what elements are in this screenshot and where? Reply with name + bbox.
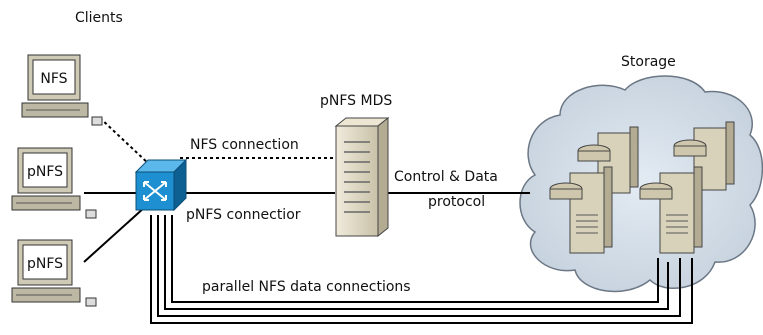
storage-server-icon (639, 166, 703, 254)
storage-label: Storage (621, 54, 676, 70)
parallel-link-2 (164, 215, 669, 310)
parallel-link-1 (171, 215, 659, 303)
clients-heading: Clients (75, 10, 123, 26)
nfs-connection-label: NFS connection (190, 137, 299, 153)
network-switch-icon (134, 158, 188, 212)
pnfs-client-link-2 (83, 206, 146, 263)
control-data-label-line1: Control & Data (394, 169, 498, 185)
storage-server-icon (549, 166, 613, 254)
client-workstation-2: pNFS (11, 147, 97, 219)
storage-server-icon (577, 126, 639, 194)
connections (83, 117, 693, 324)
server-tower-icon (334, 116, 390, 238)
nfs-client-link (99, 117, 151, 166)
control-data-label-line2: protocol (428, 194, 485, 210)
client-label-1: NFS (40, 71, 67, 87)
mds-label: pNFS MDS (320, 93, 392, 109)
storage-server-icon (673, 121, 735, 191)
client-workstation-3: pNFS (11, 239, 97, 307)
parallel-connections-label: parallel NFS data connections (202, 279, 411, 295)
client-label-3: pNFS (27, 256, 63, 272)
workstation-icon (21, 54, 103, 126)
workstation-icon (11, 147, 97, 219)
client-workstation-1: NFS (21, 54, 103, 126)
parallel-link-4 (150, 215, 693, 324)
parallel-link-3 (157, 215, 681, 317)
pnfs-connection-label: pNFS connectior (186, 207, 301, 223)
storage-servers (549, 121, 735, 254)
workstation-icon (11, 239, 97, 307)
client-label-2: pNFS (27, 164, 63, 180)
